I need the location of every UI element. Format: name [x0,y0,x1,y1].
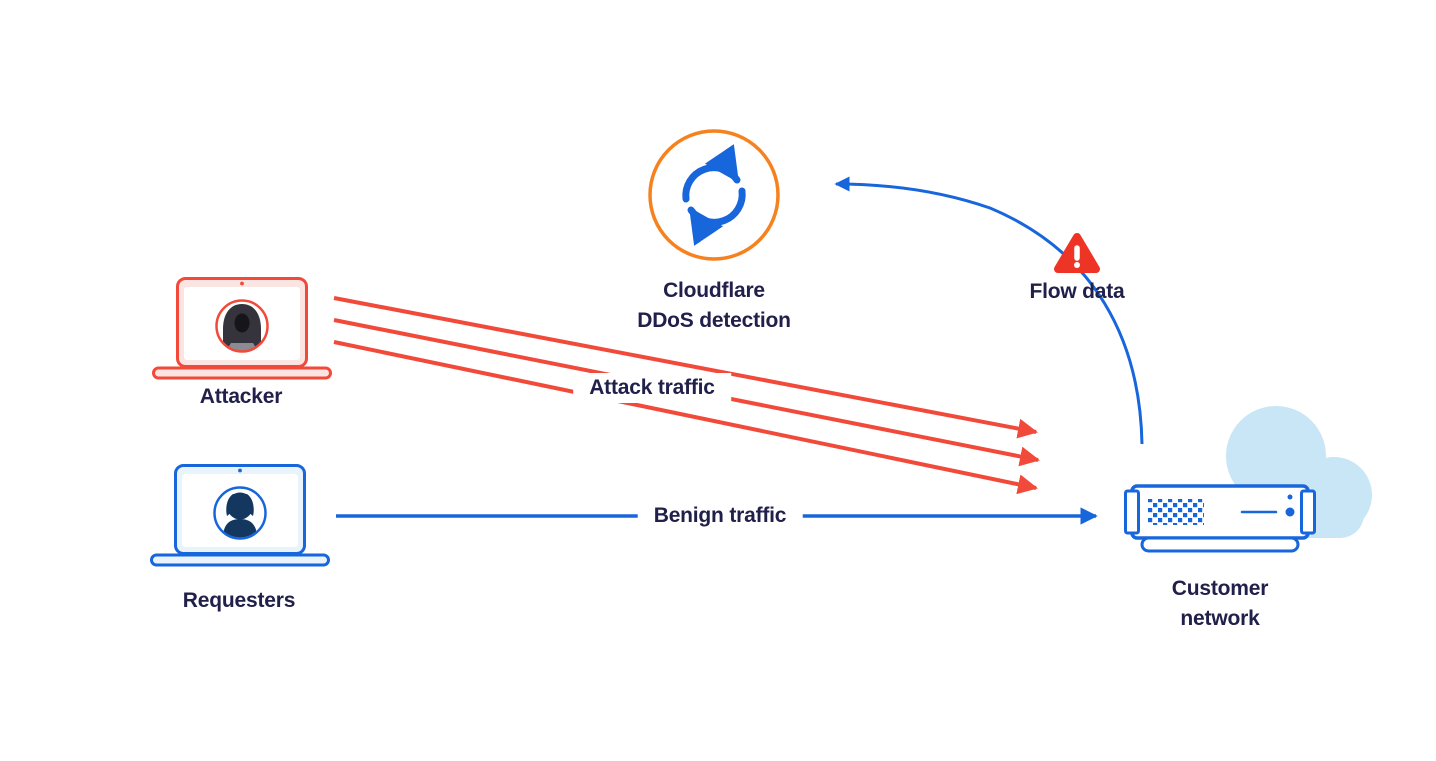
attacker-avatar [223,304,261,351]
cloudflare-label: Cloudflare DDoS detection [637,279,791,332]
attack-traffic-label: Attack traffic [573,373,731,403]
flow-data-arrow [834,176,1144,445]
benign-traffic-label: Benign traffic [637,501,803,531]
laptop-requester-icon [150,464,330,567]
laptop-attacker-icon [152,277,332,380]
requester-avatar [223,492,257,538]
customer-network-label: Customer network [1171,577,1269,630]
sync-icon [648,129,780,261]
warning-icon [1054,233,1100,273]
flow-data-label: Flow data [1029,280,1125,303]
attacker-label: Attacker [199,385,283,408]
server-icon [1124,406,1372,553]
requesters-label: Requesters [182,589,296,612]
